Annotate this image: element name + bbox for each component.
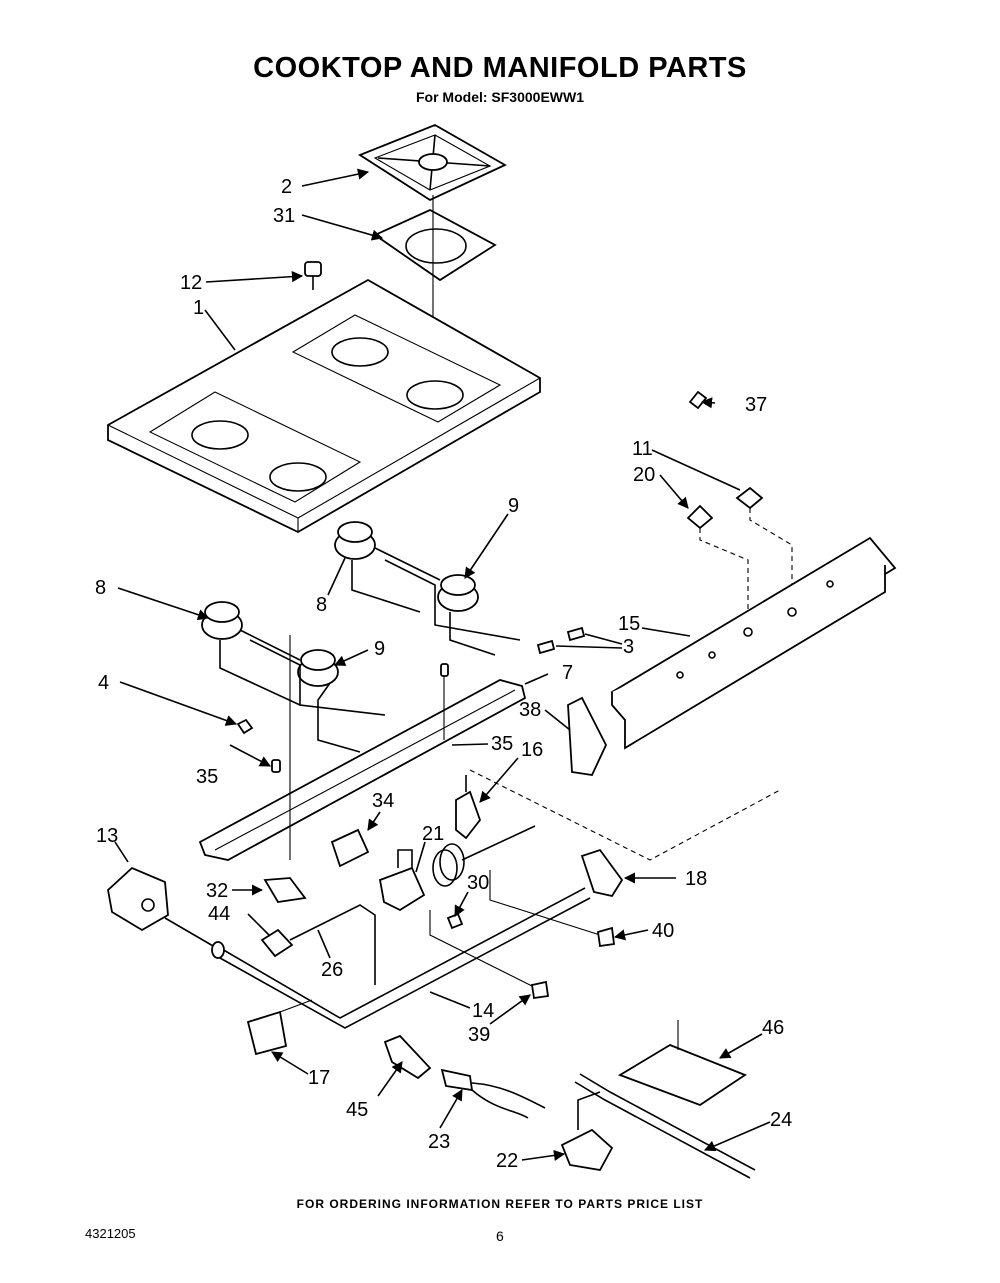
bracket-18-part <box>580 848 624 898</box>
cooktop-part <box>107 278 541 534</box>
callout-40: 40 <box>652 920 674 942</box>
wire-harness-part <box>440 1068 546 1119</box>
callout-35b: 35 <box>196 766 218 788</box>
callout-9b: 9 <box>374 638 385 660</box>
callout-34: 34 <box>372 790 394 812</box>
screw-part <box>304 261 322 290</box>
plate-part <box>617 1020 747 1107</box>
callout-1: 1 <box>193 297 204 319</box>
callout-21: 21 <box>422 823 444 845</box>
callout-45: 45 <box>346 1099 368 1121</box>
switch-part <box>560 1091 614 1171</box>
callout-11: 11 <box>632 438 653 460</box>
rear-burner-assembly-part <box>334 521 521 656</box>
clamp-part <box>246 999 313 1056</box>
callout-24: 24 <box>770 1109 792 1131</box>
support-rail-part <box>198 679 527 861</box>
callout-46: 46 <box>762 1017 784 1039</box>
document-number: 4321205 <box>85 1226 136 1241</box>
regulator-part <box>378 825 536 912</box>
orifice-part <box>536 626 586 655</box>
callout-7: 7 <box>562 662 573 684</box>
callout-18: 18 <box>685 868 707 890</box>
callout-44: 44 <box>208 903 230 925</box>
callout-22: 22 <box>496 1150 518 1172</box>
nut-part <box>236 718 254 735</box>
bracket-part <box>567 696 608 776</box>
callout-17: 17 <box>308 1067 330 1089</box>
callout-16: 16 <box>521 739 543 761</box>
front-burner-assembly-part <box>201 601 386 753</box>
fitting-part <box>446 912 616 1000</box>
callout-30: 30 <box>467 872 489 894</box>
callout-13: 13 <box>96 825 118 847</box>
valve-switch-part <box>455 769 781 861</box>
manifold-panel-part <box>610 536 897 750</box>
callout-4: 4 <box>98 672 109 694</box>
igniter-part <box>383 1034 432 1080</box>
page-number: 6 <box>496 1228 504 1244</box>
callout-leaders <box>114 168 771 1161</box>
tube-part <box>260 904 376 985</box>
clip-part <box>688 390 708 410</box>
burner-grate-part <box>358 124 507 202</box>
callout-15: 15 <box>618 613 640 635</box>
callout-37: 37 <box>745 394 767 416</box>
callout-8a: 8 <box>95 577 106 599</box>
callout-23: 23 <box>428 1131 450 1153</box>
callout-9a: 9 <box>508 495 519 517</box>
model-subtitle: For Model: SF3000EWW1 <box>415 89 585 105</box>
manifold-pipe-part <box>211 870 601 1029</box>
callout-12: 12 <box>180 272 202 294</box>
callout-labels: 2 31 12 1 37 11 20 9 8 8 15 3 9 7 4 38 3… <box>95 176 792 1172</box>
page-title: COOKTOP AND MANIFOLD PARTS <box>253 52 747 84</box>
screw-35-part <box>271 635 449 860</box>
block-part <box>330 828 370 868</box>
small-bracket-part <box>263 877 307 903</box>
callout-2: 2 <box>281 176 292 198</box>
callout-3: 3 <box>623 636 634 658</box>
callout-32: 32 <box>206 880 228 902</box>
valve-part <box>107 866 221 951</box>
callout-38: 38 <box>519 699 541 721</box>
callout-26: 26 <box>321 959 343 981</box>
callout-14: 14 <box>472 1000 494 1022</box>
ordering-info-footer: FOR ORDERING INFORMATION REFER TO PARTS … <box>296 1197 704 1211</box>
callout-35a: 35 <box>491 733 513 755</box>
control-knob-part <box>686 486 793 632</box>
callout-20: 20 <box>633 464 655 486</box>
callout-39: 39 <box>468 1024 490 1046</box>
callout-31: 31 <box>273 205 295 227</box>
callout-8b: 8 <box>316 594 327 616</box>
